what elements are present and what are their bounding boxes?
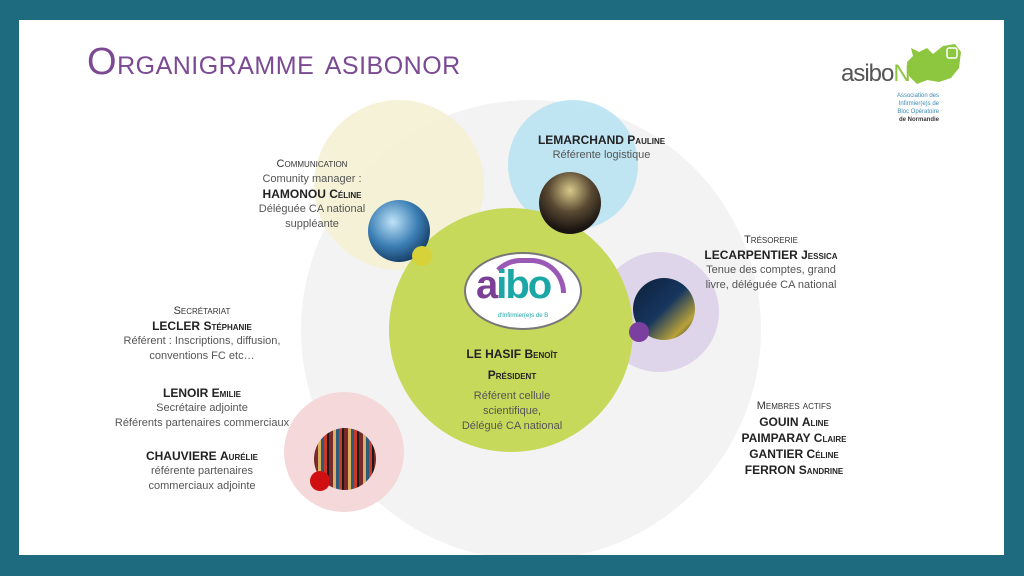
president-block: LE HASIF Benoît Président Référent cellu… [432,347,592,434]
person-name: LENOIR Emilie [162,386,242,400]
role-label: Membres actifs [756,400,832,412]
aibo-subtitle: d'Infirmier(e)s de B [497,313,549,319]
member-item: GOUIN Aline [759,415,829,429]
asibonor-logo: asiboNor Association des Infirmier(e)s d… [837,42,967,134]
tresorerie-dot [629,322,649,342]
communication-dot [412,246,432,266]
person-name: LECARPENTIER Jessica [704,248,838,262]
person-name: LE HASIF Benoît [466,347,558,361]
partenaires-dot [310,471,330,491]
secretaire-adjointe-block: LENOIR Emilie Secrétaire adjointe Référe… [92,386,312,431]
logistique-block: LEMARCHAND Pauline Référente logistique [514,133,689,163]
communication-circle [314,100,484,270]
normandie-map-icon [907,44,961,84]
person-name: LECLER Stéphanie [152,319,252,333]
aibo-wordmark: aibo [476,263,552,307]
partenaires-adjointe-block: CHAUVIERE Aurélie référente partenaires … [122,449,282,494]
person-name: LEMARCHAND Pauline [537,133,666,147]
tresorerie-block: Trésorerie LECARPENTIER Jessica Tenue de… [691,233,851,293]
membres-block: Membres actifs GOUIN Aline PAIMPARAY Cla… [719,398,869,478]
person-name: CHAUVIERE Aurélie [145,449,259,463]
conference-photo [539,172,601,234]
person-name: HAMONOU Céline [262,187,362,201]
slide: Organigramme asibonor asiboNor Associati… [19,20,1004,555]
role-label: Trésorerie [744,234,798,246]
secretariat-block: Secrétariat LECLER Stéphanie Référent : … [102,304,302,364]
role-label: Communication [276,158,348,170]
member-item: FERRON Sandrine [744,463,844,477]
logo-subtitle: Association des Infirmier(e)s de Bloc Op… [896,93,939,123]
logo-wordmark: asiboNor [841,60,930,87]
page-title: Organigramme asibonor [87,41,461,83]
aibo-logo: aibo d'Infirmier(e)s de B [464,252,582,330]
role-label: Secrétariat [173,305,231,317]
member-item: PAIMPARAY Claire [741,431,847,445]
member-item: GANTIER Céline [749,447,839,461]
communication-block: Communication Comunity manager : HAMONOU… [237,157,387,232]
president-role: Président [487,368,537,382]
